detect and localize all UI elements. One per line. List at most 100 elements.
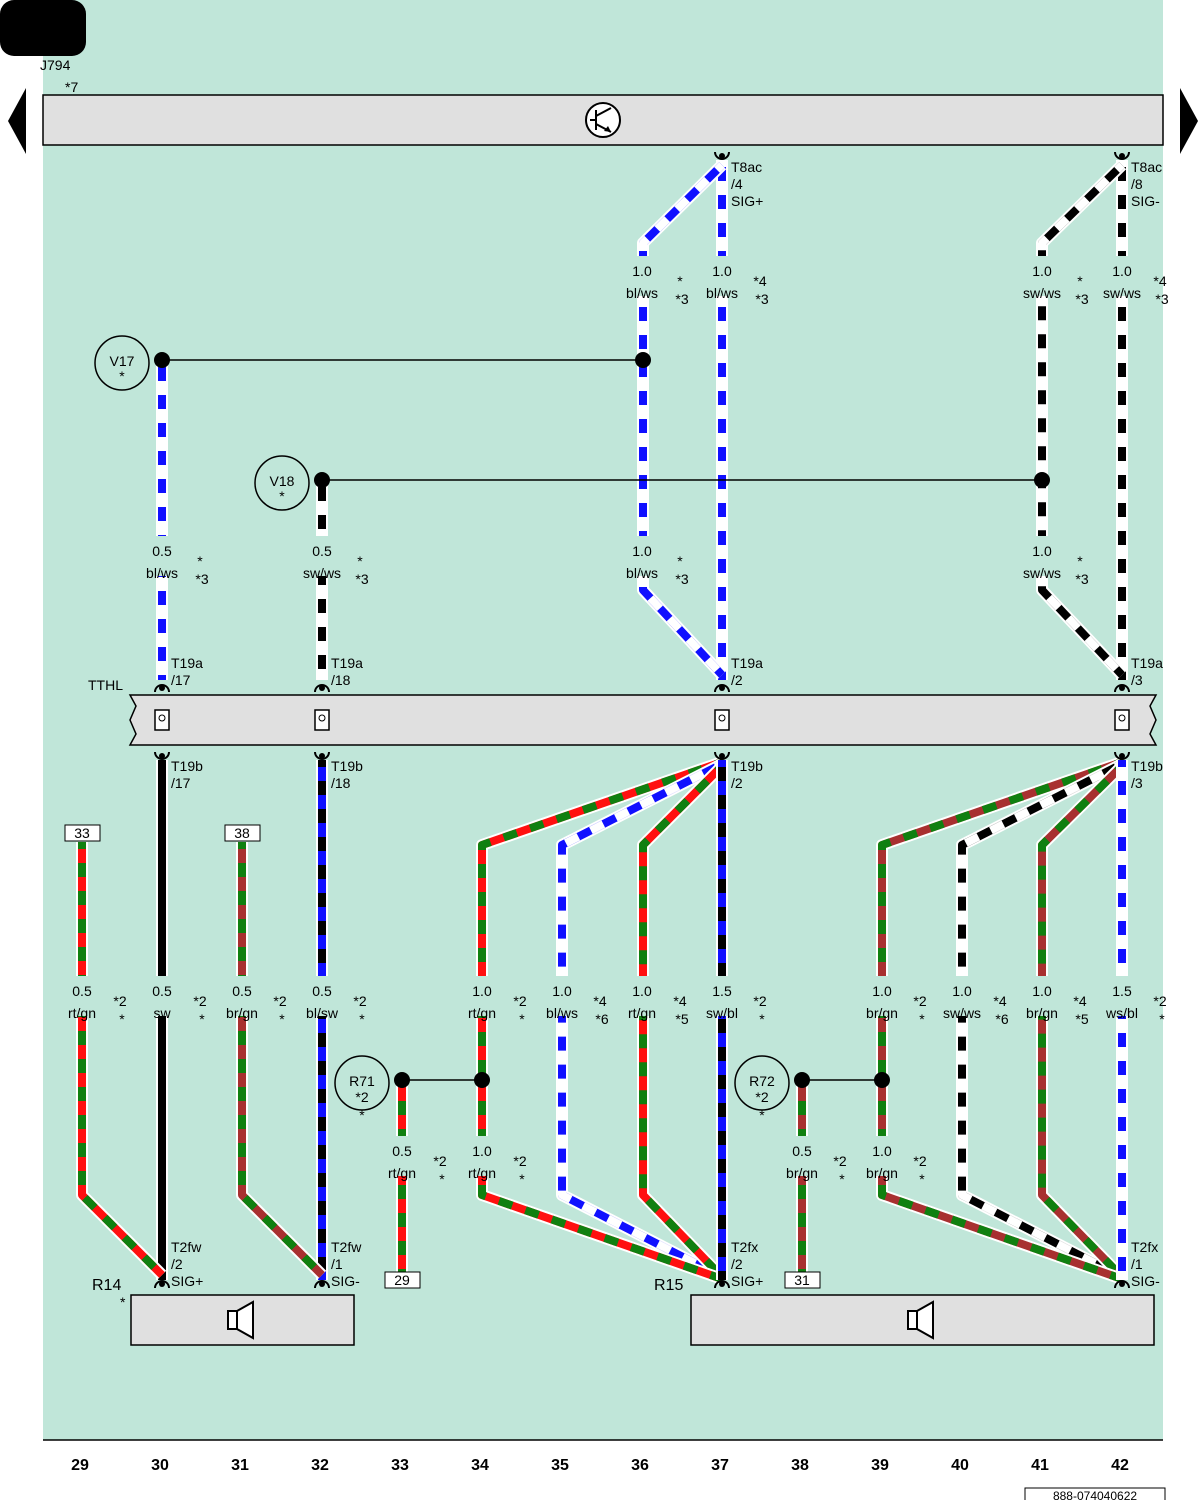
column-number: 39	[871, 1457, 889, 1474]
wire-label-w32c: 0.5bl/sw*2*	[296, 976, 367, 1027]
wire-size: 1.0	[632, 543, 652, 559]
pin-label-t19a18: T19a /18	[331, 655, 363, 688]
pin-label-t19b2: T19b /2	[731, 758, 763, 791]
svg-text:T19b: T19b	[171, 758, 203, 774]
ref-box-33[interactable]: 33	[64, 824, 101, 842]
wire-label-w31c: 0.5br/gn*2*	[216, 976, 287, 1027]
pin-label-t19b3: T19b /3	[1131, 758, 1163, 791]
svg-text:SIG+: SIG+	[171, 1273, 203, 1289]
svg-text:SIG-: SIG-	[331, 1273, 360, 1289]
wire-note-2: *5	[675, 1011, 688, 1027]
wire-note-1: *2	[113, 993, 126, 1009]
wire-note-2: *	[119, 1011, 125, 1027]
svg-text:/1: /1	[1131, 1256, 1143, 1272]
svg-text:T19a: T19a	[731, 655, 763, 671]
wire-size: 1.0	[872, 1143, 892, 1159]
pin-label-t2fw1: T2fw /1 SIG-	[331, 1239, 362, 1289]
svg-text:/17: /17	[171, 672, 191, 688]
wire-color: rt/gn	[468, 1005, 496, 1021]
column-number: 32	[311, 1457, 329, 1474]
wire-note-2: *3	[675, 291, 688, 307]
wire-color: sw/ws	[943, 1005, 981, 1021]
svg-text:SIG+: SIG+	[731, 193, 763, 209]
pin-label-t19a17: T19a /17	[171, 655, 203, 688]
wire-note-1: *	[1077, 273, 1083, 289]
wire-note-2: *3	[1075, 571, 1088, 587]
wire-note-1: *4	[593, 993, 606, 1009]
pin-label-t8ac4: T8ac /4 SIG+	[731, 159, 763, 209]
wire-color: sw	[153, 1005, 171, 1021]
suppressor-r72-note: *2	[755, 1089, 768, 1105]
wire-color: sw/ws	[1023, 565, 1061, 581]
wire-note-1: *2	[353, 993, 366, 1009]
speaker-r14-icon	[227, 1300, 254, 1340]
wire-36-top	[637, 160, 727, 680]
terminal-t19a-1	[314, 684, 330, 693]
wire-label-w40c: 1.0sw/ws*4*6	[936, 976, 1009, 1027]
wire-color: br/gn	[866, 1165, 898, 1181]
wire-note-1: *2	[1153, 993, 1166, 1009]
wire-note-2: *	[919, 1171, 925, 1187]
svg-text:/18: /18	[331, 672, 351, 688]
wire-size: 0.5	[392, 1143, 412, 1159]
column-number: 36	[631, 1457, 649, 1474]
svg-text:/3: /3	[1131, 672, 1143, 688]
terminal-t19a-3	[1114, 684, 1130, 693]
wire-size: 0.5	[152, 543, 172, 559]
wire-label-w29c: 0.5rt/gn*2*	[56, 976, 127, 1027]
wire-note-1: *2	[913, 993, 926, 1009]
wire-note-2: *3	[195, 571, 208, 587]
wire-size: 0.5	[232, 983, 252, 999]
wire-note-2: *	[439, 1171, 445, 1187]
wire-color: bl/sw	[306, 1005, 339, 1021]
ref-box-31[interactable]: 31	[784, 1271, 821, 1289]
wire-size: 1.0	[472, 983, 492, 999]
svg-text:T2fx: T2fx	[1131, 1239, 1158, 1255]
wire-color: bl/ws	[626, 285, 658, 301]
wire-note-1: *2	[913, 1153, 926, 1169]
suppressor-v18-note: *	[279, 488, 285, 504]
wire-color: sw/ws	[1023, 285, 1061, 301]
unit-label: J794	[40, 57, 71, 73]
next-page-arrow-icon[interactable]	[1180, 88, 1198, 154]
svg-text:SIG-: SIG-	[1131, 1273, 1160, 1289]
svg-text:T19b: T19b	[1131, 758, 1163, 774]
column-number: 29	[71, 1457, 89, 1474]
ref-box-38[interactable]: 38	[224, 824, 261, 842]
wire-note-1: *4	[753, 273, 766, 289]
column-number: 31	[231, 1457, 249, 1474]
svg-text:T19b: T19b	[731, 758, 763, 774]
wire-note-1: *2	[513, 1153, 526, 1169]
speaker-r14-note: *	[120, 1294, 126, 1310]
terminal-t19b-0	[154, 751, 170, 760]
wire-size: 1.0	[712, 263, 732, 279]
wire-note-2: *6	[595, 1011, 608, 1027]
wire-color: sw/ws	[1103, 285, 1141, 301]
wire-note-2: *	[919, 1011, 925, 1027]
wire-color: ws/bl	[1105, 1005, 1138, 1021]
terminal-t2fx1	[1114, 1280, 1130, 1289]
wire-note-1: *4	[673, 993, 686, 1009]
svg-text:T2fw: T2fw	[171, 1239, 202, 1255]
ref-box-29[interactable]: 29	[384, 1271, 421, 1289]
wire-size: 0.5	[72, 983, 92, 999]
wire-color: bl/ws	[146, 565, 178, 581]
wire-color: rt/gn	[628, 1005, 656, 1021]
svg-text:T19a: T19a	[171, 655, 203, 671]
wire-note-1: *4	[1153, 273, 1166, 289]
wire-color: br/gn	[226, 1005, 258, 1021]
previous-page-arrow-icon[interactable]	[8, 88, 26, 154]
wire-color: rt/gn	[468, 1165, 496, 1181]
splice-lines	[162, 359, 1042, 1081]
wire-size: 0.5	[792, 1143, 812, 1159]
wire-label-w37a: 1.0bl/ws*4*3	[696, 256, 769, 307]
tthl-pin-icons	[154, 709, 1130, 731]
wire-note-2: *	[519, 1171, 525, 1187]
suppressor-r72-extra: *	[759, 1107, 765, 1123]
svg-text:/4: /4	[731, 176, 743, 192]
pin-label-t19a3: T19a /3	[1131, 655, 1163, 688]
wire-note-2: *	[359, 1011, 365, 1027]
svg-text:T19b: T19b	[331, 758, 363, 774]
terminal-t8ac8	[1114, 151, 1130, 160]
